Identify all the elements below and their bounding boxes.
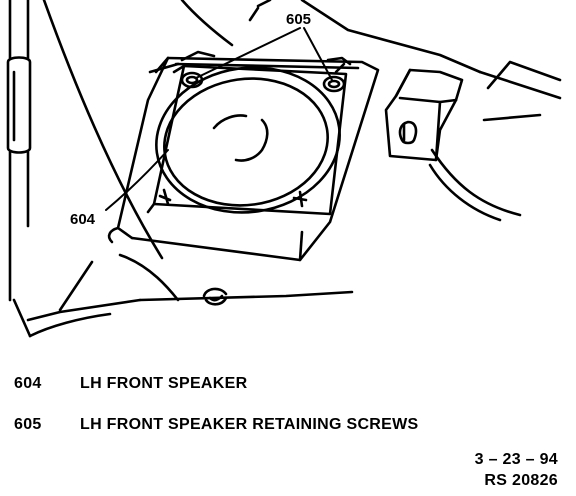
door-panel <box>12 0 562 338</box>
leader-605-left <box>195 27 301 79</box>
callout-leaders <box>105 27 333 211</box>
legend-item-retaining-screws: 605 LH FRONT SPEAKER RETAINING SCREWS <box>14 416 419 434</box>
retaining-screw-top-right <box>322 75 346 93</box>
callout-label-605: 605 <box>286 11 311 28</box>
callout-label-604: 604 <box>70 211 96 228</box>
legend-number: 604 <box>14 375 42 392</box>
retaining-screw-top-left <box>180 71 204 89</box>
legend-number: 605 <box>14 416 42 433</box>
speaker-face-plate <box>146 64 348 216</box>
leader-604 <box>105 149 169 211</box>
legend-description: LH FRONT SPEAKER RETAINING SCREWS <box>80 416 419 433</box>
retaining-screws <box>158 71 346 208</box>
diagram-date: 3 – 23 – 94 <box>474 451 558 468</box>
speaker-bezel <box>107 50 380 262</box>
speaker-cone <box>155 66 341 214</box>
panel-clip <box>202 287 228 306</box>
retaining-screw-bottom-left <box>158 188 172 206</box>
retaining-screw-bottom-right <box>292 190 308 208</box>
door-lock-switch <box>384 68 464 162</box>
leader-605-right <box>303 27 333 81</box>
legend-item-speaker: 604 LH FRONT SPEAKER <box>14 375 247 393</box>
diagram-reference-number: RS 20826 <box>484 472 558 489</box>
legend-description: LH FRONT SPEAKER <box>80 375 248 392</box>
door-pillar <box>6 0 32 302</box>
